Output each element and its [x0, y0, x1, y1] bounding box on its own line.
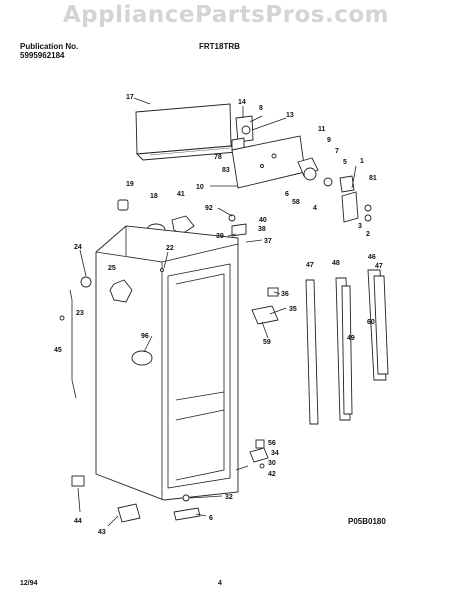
callout-35: 35 [289, 306, 297, 313]
callout-49: 49 [347, 335, 355, 342]
callout-19: 19 [126, 181, 134, 188]
callout-44: 44 [74, 518, 82, 525]
callout-13: 13 [286, 112, 294, 119]
callout-92: 92 [205, 205, 213, 212]
callout-56: 56 [268, 440, 276, 447]
callout-60: 60 [367, 319, 375, 326]
callout-45: 45 [54, 347, 62, 354]
callout-8-upper: 8 [259, 105, 263, 112]
base-parts [71, 475, 201, 523]
callout-96: 96 [141, 333, 149, 340]
callout-22: 22 [166, 245, 174, 252]
callout-6-upper: 6 [285, 191, 289, 198]
callout-34: 34 [271, 450, 279, 457]
callout-47-right: 47 [375, 263, 383, 270]
bottom-hinge [249, 439, 269, 469]
watermark: AppliancePartsPros.com [62, 2, 390, 28]
callout-78: 78 [214, 154, 222, 161]
publication-number: 5995962184 [20, 51, 65, 60]
callout-14: 14 [238, 99, 246, 106]
callout-labels: 17 14 8 13 78 83 11 9 7 5 1 10 6 58 4 81… [54, 94, 383, 536]
callout-11: 11 [318, 126, 326, 133]
callout-36: 36 [281, 291, 289, 298]
callout-83: 83 [222, 167, 230, 174]
callout-41: 41 [177, 191, 185, 198]
callout-42: 42 [268, 471, 276, 478]
refrigerator-cabinet [95, 225, 249, 501]
callout-47-left: 47 [306, 262, 314, 269]
top-panel [135, 103, 239, 161]
diagram-code: P05B0180 [348, 517, 386, 526]
callout-9: 9 [327, 137, 331, 144]
callout-18: 18 [150, 193, 158, 200]
callout-4: 4 [313, 205, 317, 212]
callout-5: 5 [343, 159, 347, 166]
publication-label: Publication No. [20, 42, 79, 51]
thermostat-assembly [297, 157, 372, 223]
callout-43: 43 [98, 529, 106, 536]
callout-39: 39 [216, 233, 224, 240]
callout-10: 10 [196, 184, 204, 191]
callout-25: 25 [108, 265, 116, 272]
callout-46: 46 [368, 254, 376, 261]
callout-3: 3 [358, 223, 362, 230]
left-hinge [59, 276, 92, 399]
model-number: FRT18TRB [199, 42, 240, 51]
footer-page: 4 [218, 580, 222, 587]
callout-48: 48 [332, 260, 340, 267]
callout-24: 24 [74, 244, 82, 251]
callout-23: 23 [76, 310, 84, 317]
callout-2: 2 [366, 231, 370, 238]
footer-date: 12/94 [20, 580, 38, 587]
callout-32: 32 [225, 494, 233, 501]
callout-30: 30 [268, 460, 276, 467]
callout-37: 37 [264, 238, 272, 245]
callout-58: 58 [292, 199, 300, 206]
callout-1: 1 [360, 158, 364, 165]
callout-7: 7 [335, 148, 339, 155]
callout-59: 59 [263, 339, 271, 346]
control-housing [231, 115, 254, 151]
callout-81: 81 [369, 175, 377, 182]
callout-6-lower: 6 [209, 515, 213, 522]
center-hinge [251, 287, 279, 325]
callout-40: 40 [259, 217, 267, 224]
door-trim-strips [305, 269, 389, 425]
rear-panel [231, 135, 306, 189]
callout-38: 38 [258, 226, 266, 233]
callout-17: 17 [126, 94, 134, 101]
leader-lines [77, 97, 287, 527]
